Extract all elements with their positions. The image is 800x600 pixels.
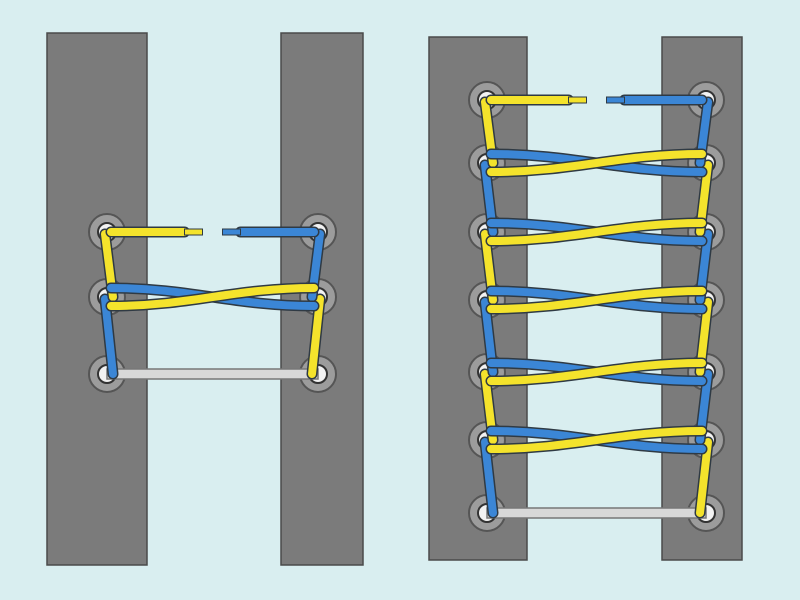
lace-vertical-left <box>481 438 497 517</box>
lace-cross-yellow <box>487 150 706 176</box>
lace-cross-yellow <box>487 359 706 385</box>
lace-vertical-right <box>308 295 324 378</box>
aglet-blue <box>222 228 241 236</box>
bottom-lace-bar <box>106 368 319 380</box>
lace-vertical-left <box>101 295 117 378</box>
lace-cross-yellow <box>107 284 318 310</box>
lace-vertical-right <box>696 438 712 517</box>
aglet-yellow <box>568 96 587 104</box>
aglet-yellow <box>184 228 203 236</box>
lace-cross-yellow <box>487 287 706 313</box>
aglet-blue <box>606 96 625 104</box>
lace-cross-yellow <box>487 427 706 453</box>
short-lacing-diagram <box>46 32 364 566</box>
lace-cross-yellow <box>487 219 706 245</box>
long-lacing-diagram <box>428 36 743 561</box>
bottom-lace-bar <box>486 507 707 519</box>
